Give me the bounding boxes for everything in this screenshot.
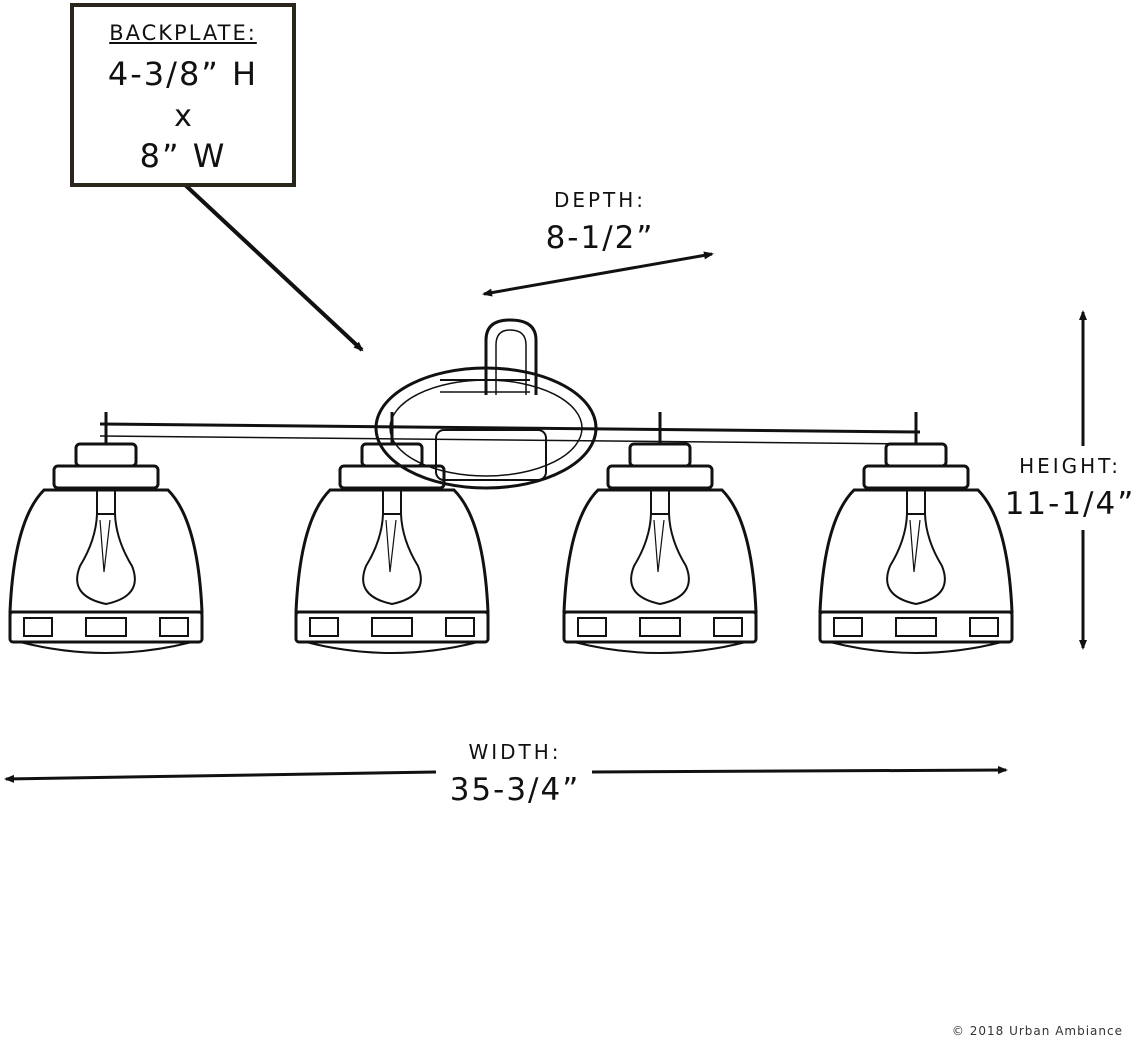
backplate-height-value: 4-3/8” H [107,55,259,93]
light-bulb [886,489,946,606]
depth-label: DEPTH: [553,188,647,212]
light-bulb [362,489,422,606]
copyright-notice: © 2018 Urban Ambiance [951,1024,1123,1038]
light-bulb [76,489,136,606]
fixture-backplate [374,318,598,490]
depth-value: 8-1/2” [545,220,655,256]
width-value: 35-3/4” [449,772,581,808]
lamp-shade [294,412,490,654]
depth-arrow [482,251,714,297]
light-bulb [630,489,690,606]
width-arrow-left [4,770,437,783]
lamp-shade [8,412,204,654]
backplate-callout-box: BACKPLATE: 4-3/8” H x 8” W [70,3,296,187]
fixture-shades [8,412,1014,654]
backplate-title: BACKPLATE: [109,21,257,45]
lamp-shade [818,412,1014,654]
backplate-width-value: 8” W [139,137,227,175]
fixture-arm [99,422,921,445]
height-label: HEIGHT: [1019,454,1121,478]
backplate-pointer-arrow [180,180,364,352]
backplate-times-sign: x [174,99,192,134]
width-arrow-right [591,766,1008,775]
lamp-shade [562,412,758,654]
width-label: WIDTH: [468,740,562,764]
height-value: 11-1/4” [1004,486,1136,522]
